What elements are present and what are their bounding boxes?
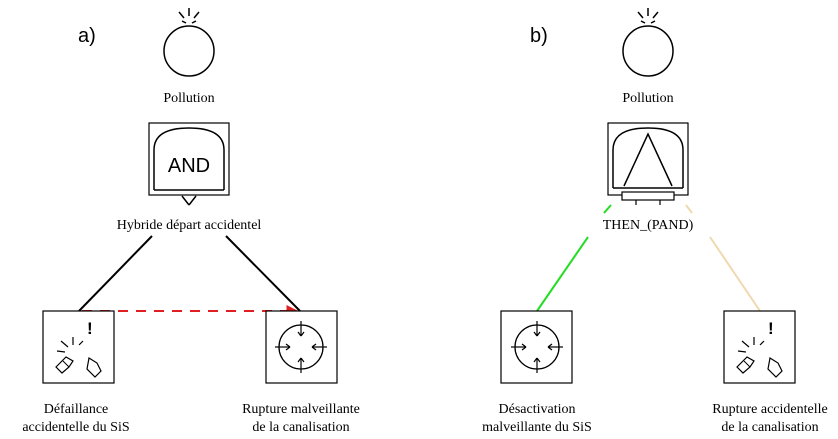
and-gate-box	[148, 122, 230, 196]
right-event-line1-a: Rupture malveillante	[242, 402, 360, 417]
basic-event-left-a: ! Défaillance accidentelle du SiS	[22, 310, 130, 435]
accidental-failure-icon: !	[736, 319, 783, 378]
right-event-line2-a: de la canalisation	[252, 420, 349, 435]
basic-event-left-b: Désactivation malveillante du SiS	[482, 310, 592, 435]
top-event-b: Pollution	[622, 8, 674, 106]
panel-a: a) Pollution AND Hybride départ accident…	[22, 8, 360, 435]
branch-left-a	[78, 235, 153, 312]
top-event-circle	[622, 25, 674, 77]
left-event-line1-a: Défaillance	[44, 402, 109, 417]
right-event-line1-b: Rupture accidentelle	[712, 402, 827, 417]
left-event-line1-b: Désactivation	[499, 402, 576, 417]
svg-text:!: !	[87, 319, 93, 338]
gate-label-a: Hybride départ accidentel	[117, 218, 262, 233]
pand-gate-b: THEN_(PAND)	[603, 122, 694, 233]
svg-text:!: !	[768, 319, 774, 338]
top-event-label-a: Pollution	[163, 91, 214, 106]
branch-left-b	[536, 236, 589, 312]
right-event-line2-b: de la canalisation	[721, 420, 818, 435]
branch-right-b-stub	[685, 204, 693, 214]
left-event-line2-b: malveillante du SiS	[482, 420, 592, 435]
branch-right-a	[225, 235, 301, 312]
accidental-failure-icon: !	[55, 319, 102, 378]
and-gate-a: AND Hybride départ accidentel	[117, 122, 262, 233]
spark-icon	[637, 8, 659, 24]
gate-label-b: THEN_(PAND)	[603, 218, 694, 233]
basic-event-right-a: Rupture malveillante de la canalisation	[242, 310, 360, 435]
panel-b: b) Pollution THEN_(PAND)	[482, 8, 828, 435]
top-event-label-b: Pollution	[622, 91, 673, 106]
malicious-attack-icon	[275, 321, 327, 373]
left-event-line2-a: accidentelle du SiS	[22, 420, 129, 435]
and-gate-symbol: AND	[168, 155, 210, 177]
malicious-attack-icon	[511, 321, 563, 373]
top-event-a: Pollution	[163, 8, 215, 106]
top-event-circle	[163, 25, 215, 77]
basic-event-right-b: ! Rupture accidentelle de la canalisatio…	[712, 310, 828, 435]
branch-left-b-stub	[603, 204, 612, 214]
spark-icon	[178, 8, 200, 24]
branch-right-b	[709, 236, 761, 312]
panel-a-label: a)	[78, 25, 96, 47]
panel-b-label: b)	[530, 25, 548, 47]
